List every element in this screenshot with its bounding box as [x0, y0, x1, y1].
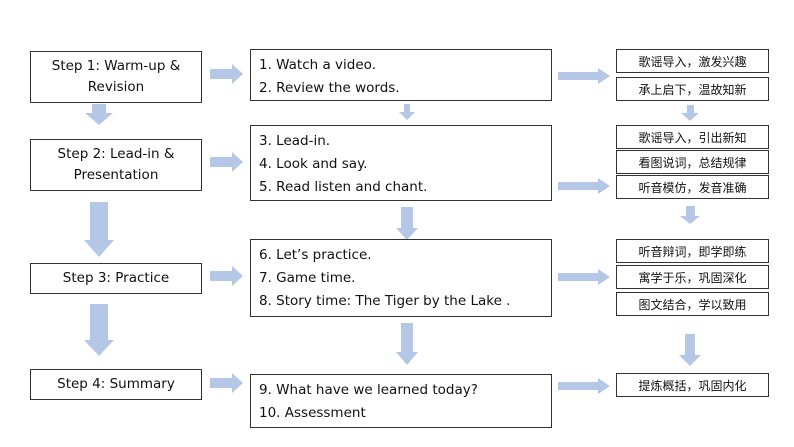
activity-item: 8. Story time: The Tiger by the Lake . [259, 293, 511, 309]
note-box: 看图说词，总结规律 [616, 150, 769, 174]
arrow-notes3-to-notes4 [679, 334, 701, 366]
arrow-activity3-to-activity4 [396, 323, 418, 365]
step-label-line: Presentation [73, 167, 159, 183]
step-box-3: Step 3: Practice [30, 263, 202, 294]
activity-item: 1. Watch a video. [259, 57, 376, 73]
arrow-step1-to-step2 [85, 104, 113, 125]
activity-item: 9. What have we learned today? [259, 382, 478, 398]
step-label-line: Step 3: Practice [62, 270, 170, 286]
arrow-notes2-to-notes3 [680, 206, 700, 224]
step-box-4: Step 4: Summary [30, 369, 202, 400]
note-box: 提炼概括，巩固内化 [616, 373, 769, 397]
step-box-1: Step 1: Warm-up & Revision [30, 51, 202, 103]
activity-box-4: 9. What have we learned today? 10. Asses… [250, 374, 552, 428]
note-box: 听音模仿，发音准确 [616, 175, 769, 199]
activity-item: 5. Read listen and chant. [259, 179, 428, 195]
arrow-activity3-to-notes [558, 269, 610, 285]
arrow-activity1-to-notes [558, 68, 610, 84]
activity-item: 3. Lead-in. [259, 133, 331, 149]
activity-item: 10. Assessment [259, 405, 366, 421]
arrow-step1-to-activity1 [210, 64, 243, 84]
arrow-activity2-to-activity3 [396, 207, 418, 240]
activity-item: 6. Let’s practice. [259, 247, 372, 263]
note-box: 寓学于乐，巩固深化 [616, 265, 769, 289]
arrow-step2-to-step3 [84, 202, 114, 257]
arrow-step2-to-activity2 [210, 152, 243, 172]
arrow-step4-to-activity4 [210, 373, 243, 393]
arrow-notes1-to-notes2 [681, 105, 699, 121]
arrow-activity4-to-notes [558, 378, 610, 394]
arrow-activity1-to-activity2 [399, 104, 415, 120]
note-box: 图文结合，学以致用 [616, 292, 769, 316]
activity-item: 7. Game time. [259, 270, 356, 286]
note-box: 歌谣导入，引出新知 [616, 125, 769, 149]
step-label-line: Step 1: Warm-up & [51, 58, 181, 74]
arrow-activity2-to-notes [558, 178, 610, 194]
activity-box-3: 6. Let’s practice. 7. Game time. 8. Stor… [250, 239, 552, 317]
activity-item: 4. Look and say. [259, 156, 368, 172]
activity-box-1: 1. Watch a video. 2. Review the words. [250, 49, 552, 101]
step-box-2: Step 2: Lead-in & Presentation [30, 139, 202, 191]
step-label-line: Step 2: Lead-in & [57, 146, 175, 162]
note-box: 承上启下，温故知新 [616, 77, 769, 101]
activity-item: 2. Review the words. [259, 80, 400, 96]
note-box: 歌谣导入，激发兴趣 [616, 49, 769, 73]
arrow-step3-to-activity3 [210, 266, 243, 286]
activity-box-2: 3. Lead-in. 4. Look and say. 5. Read lis… [250, 125, 552, 201]
arrow-step3-to-step4 [84, 304, 114, 356]
note-box: 听音辩词，即学即练 [616, 239, 769, 263]
step-label-line: Revision [87, 79, 145, 95]
step-label-line: Step 4: Summary [57, 376, 175, 392]
